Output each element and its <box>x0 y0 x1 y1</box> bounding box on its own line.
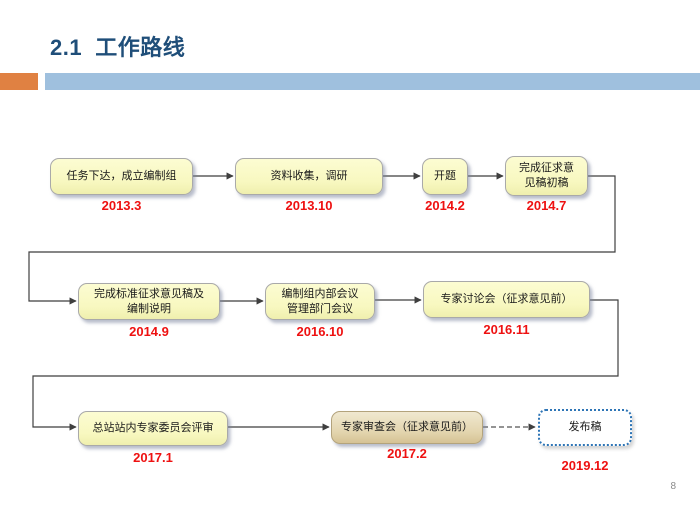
date-label-comment-draft-initial: 2014.7 <box>526 198 567 213</box>
flow-step-task-assignment: 任务下达，成立编制组 <box>50 158 193 195</box>
date-label-station-committee-review: 2017.1 <box>133 450 173 465</box>
date-label-standard-draft: 2014.9 <box>129 324 169 339</box>
date-label-task-assignment: 2013.3 <box>101 198 142 213</box>
date-label-expert-discussion: 2016.11 <box>483 322 530 337</box>
date-label-release-draft: 2019.12 <box>561 458 609 473</box>
flow-step-standard-draft-and-notes: 完成标准征求意见稿及编制说明 <box>78 283 220 320</box>
flow-step-expert-discussion: 专家讨论会（征求意见前） <box>423 281 590 318</box>
date-label-kickoff: 2014.2 <box>425 198 465 213</box>
flow-step-station-committee-review: 总站站内专家委员会评审 <box>78 411 228 446</box>
flow-step-kickoff: 开题 <box>422 158 468 195</box>
flow-step-release-draft: 发布稿 <box>538 409 632 446</box>
title-accent-blue-bar <box>45 73 700 90</box>
flow-step-internal-meetings: 编制组内部会议管理部门会议 <box>265 283 375 320</box>
date-label-expert-review-meeting: 2017.2 <box>387 446 427 461</box>
flow-step-data-collection: 资料收集，调研 <box>235 158 383 195</box>
slide-title: 2.1 工作路线 <box>50 35 186 60</box>
date-label-internal-meetings: 2016.10 <box>296 324 344 339</box>
flow-step-expert-review-meeting: 专家审查会（征求意见前） <box>331 411 483 444</box>
page-number: 8 <box>670 481 676 492</box>
flow-step-comment-draft-initial: 完成征求意见稿初稿 <box>505 156 588 196</box>
title-accent-orange-bar <box>0 73 38 90</box>
date-label-data-collection: 2013.10 <box>285 198 333 213</box>
